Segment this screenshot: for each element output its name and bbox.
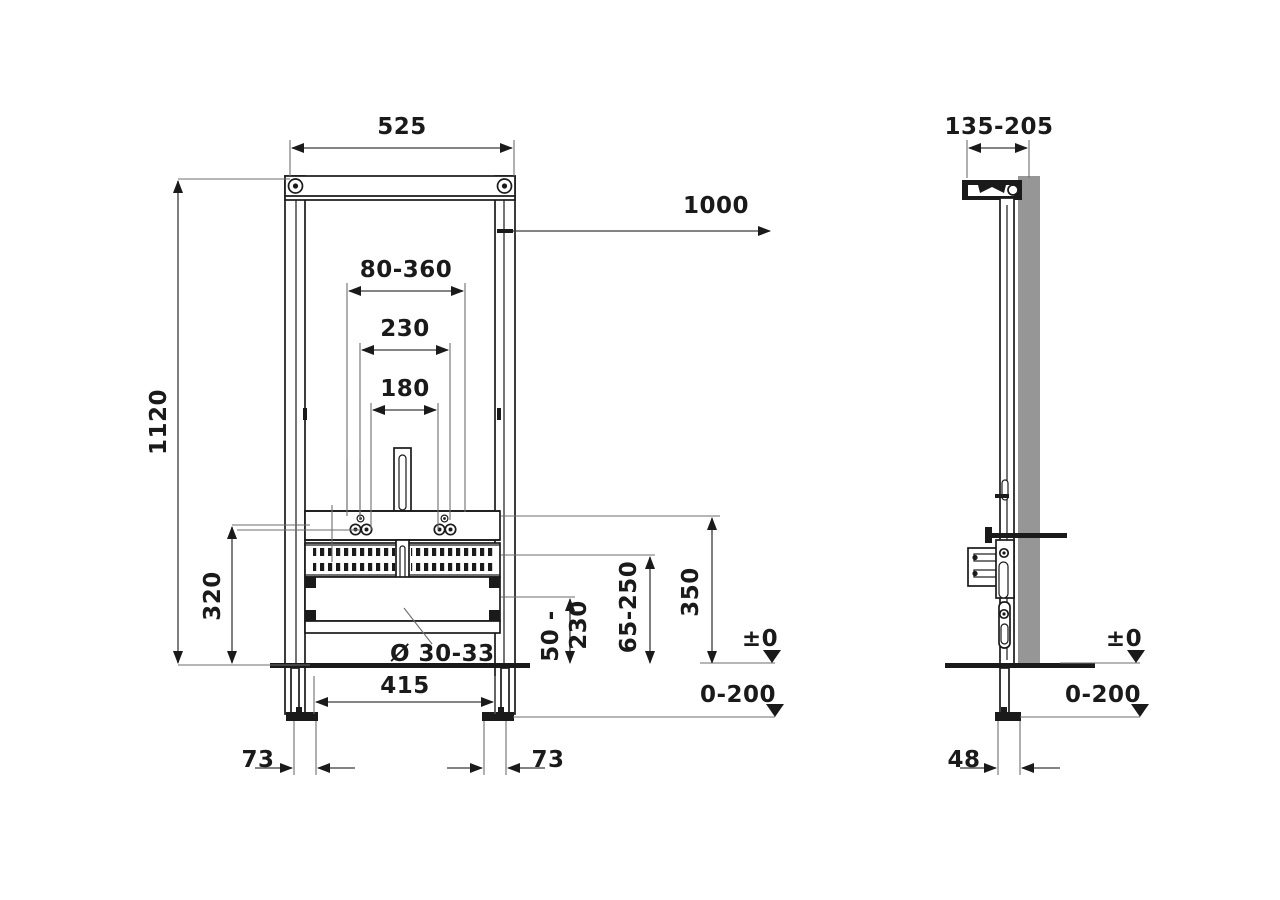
dim-lower-height-label: 320 — [200, 571, 226, 621]
dim-overall-width-label: 525 — [377, 114, 427, 140]
side-adjustable-leg — [995, 667, 1021, 721]
datum-floor-front-label: ±0 — [742, 626, 778, 652]
upright-tick-left — [303, 408, 307, 420]
dimension-foot-offset-left: 73 — [241, 721, 355, 775]
adjustable-legs — [286, 667, 514, 721]
dimension-upper-fixing: 350 — [501, 515, 720, 664]
side-elevation-view: 135-205 ±0 0-200 48 — [944, 114, 1149, 775]
dim-waste-max-label: 230 — [566, 600, 592, 650]
side-arm-end — [985, 527, 992, 543]
dim-depth-range-label: 135-205 — [944, 114, 1053, 140]
dimension-supply-range: 65-250 — [501, 554, 655, 664]
dim-leg-adjust-side-label: 0-200 — [1065, 682, 1141, 708]
dim-waste-min-label: 50 - — [538, 610, 564, 662]
dim-mounting-height-label: 1000 — [683, 193, 749, 219]
side-support-arm — [985, 533, 1067, 538]
bolt-mounting-plate — [304, 510, 501, 541]
dimension-leg-adjust-front: 0-200 — [513, 682, 784, 718]
dim-drain-diameter-label: Ø 30-33 — [390, 641, 495, 667]
dimension-overall-width: 525 — [289, 114, 515, 176]
side-connector-block — [967, 539, 1015, 649]
frame-top-crossmember — [284, 175, 516, 201]
datum-floor-side-label: ±0 — [1106, 626, 1142, 652]
dimension-waste-height: 50 - 230 — [501, 596, 592, 664]
dim-foot-span-label: 415 — [380, 673, 430, 699]
dimension-lower-height: 320 — [200, 524, 310, 666]
wall-section — [1018, 176, 1040, 666]
frame-lower-box — [304, 576, 501, 634]
dim-foot-offset-side-label: 48 — [947, 747, 980, 773]
dim-upper-fixing-label: 350 — [678, 567, 704, 617]
dimension-mounting-height: 1000 — [513, 193, 771, 236]
dimension-foot-span: 415 — [313, 673, 496, 714]
mounting-height-marker — [497, 229, 513, 233]
dim-bolt-spacing-narrow-label: 180 — [380, 376, 430, 402]
dimension-foot-offset-side: 48 — [947, 721, 1060, 775]
dim-bracket-span-label: 80-360 — [360, 257, 453, 283]
dimension-bolt-spacing-narrow: 180 — [370, 376, 439, 530]
dim-overall-height-label: 1120 — [146, 389, 172, 455]
dim-leg-adjust-front-label: 0-200 — [700, 682, 776, 708]
dimension-leg-adjust-side: 0-200 — [1020, 682, 1149, 718]
dimension-depth-range: 135-205 — [944, 114, 1053, 178]
dimension-bracket-span: 80-360 — [346, 257, 466, 512]
front-elevation-view: 525 1120 1000 80-360 230 — [146, 114, 784, 775]
dim-bolt-spacing-wide-label: 230 — [380, 316, 430, 342]
callout-leader-lines — [237, 460, 361, 562]
floor-line-front — [270, 663, 530, 668]
dim-foot-offset-left-label: 73 — [241, 747, 274, 773]
side-post-tick — [995, 494, 1009, 498]
leader-drain-diameter: Ø 30-33 — [390, 607, 495, 667]
datum-floor-front: ±0 — [700, 626, 781, 664]
floor-line-side — [945, 663, 1095, 668]
side-top-bracket — [962, 180, 1022, 200]
dimension-foot-offset-right: 73 — [447, 721, 564, 775]
upright-tick-right — [497, 408, 501, 420]
dim-foot-offset-right-label: 73 — [531, 747, 564, 773]
dim-supply-range-label: 65-250 — [616, 561, 642, 654]
center-slot-rail-upper — [393, 447, 412, 514]
datum-floor-side: ±0 — [1060, 626, 1145, 664]
